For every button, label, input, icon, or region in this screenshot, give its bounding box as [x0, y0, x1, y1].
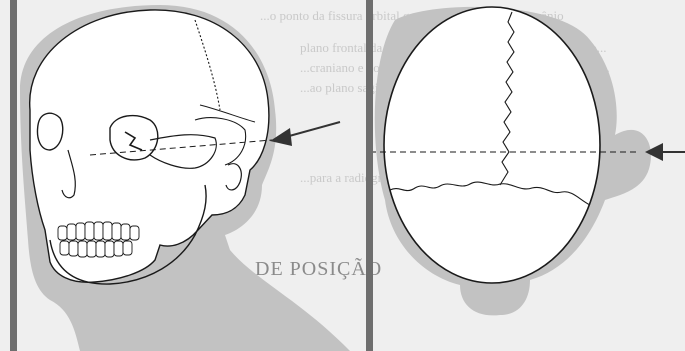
skull-top-outline — [384, 7, 600, 283]
arrow-left-icon — [645, 143, 685, 161]
teeth — [58, 222, 139, 257]
orbit-left — [38, 113, 63, 150]
skull-lateral-icon — [20, 5, 350, 351]
cassette-bar-right — [366, 0, 373, 351]
cassette-bar-left — [10, 0, 17, 351]
skull-top-icon — [370, 7, 685, 316]
arrow-left-icon — [270, 122, 340, 146]
